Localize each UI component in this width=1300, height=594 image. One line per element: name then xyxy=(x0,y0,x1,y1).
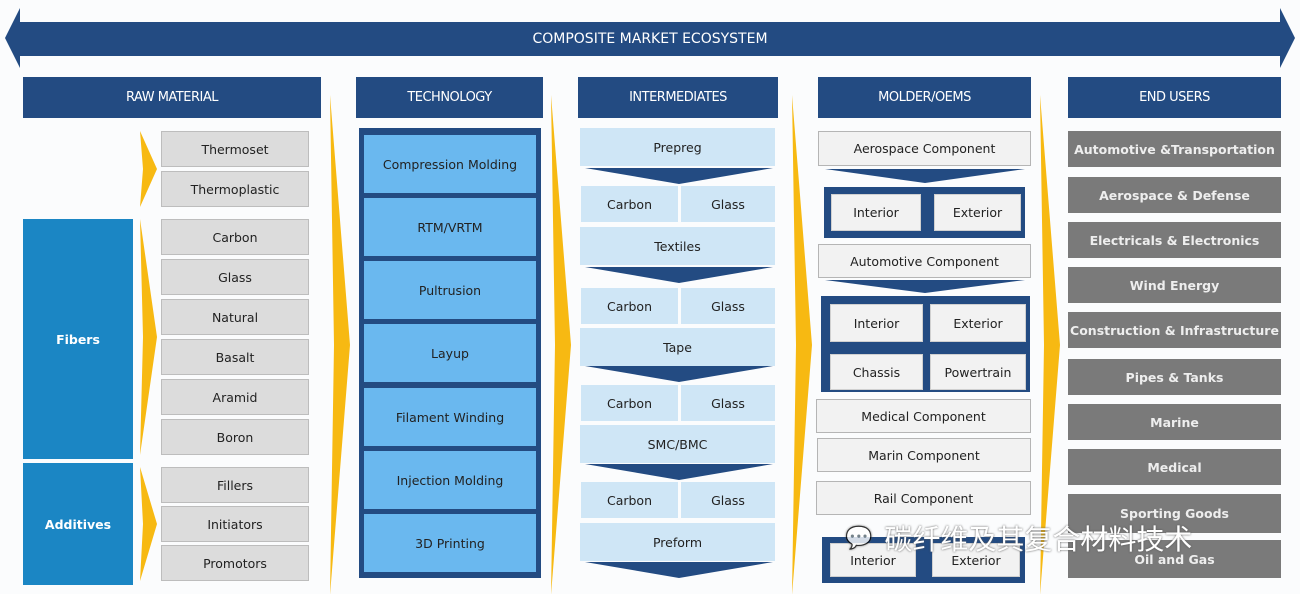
intermediate-item: Preform xyxy=(580,523,775,561)
resin-item: Thermoset xyxy=(161,131,309,167)
sub-item: Interior xyxy=(830,304,923,342)
fiber-item: Boron xyxy=(161,419,309,455)
chevron-right-icon xyxy=(140,131,157,207)
end-user-item: Oil and Gas xyxy=(1068,540,1281,578)
end-user-item: Automotive &Transportation xyxy=(1068,131,1281,167)
glass-item: Glass xyxy=(681,482,775,518)
molder-item: Automotive Component xyxy=(818,244,1031,278)
intermediate-item: Prepreg xyxy=(580,128,775,166)
sub-item: Interior xyxy=(831,194,921,231)
carbon-item: Carbon xyxy=(581,186,678,222)
fiber-item: Natural xyxy=(161,299,309,335)
fibers-label: Fibers xyxy=(23,219,133,459)
additive-item: Promotors xyxy=(161,545,309,581)
technology-item: 3D Printing xyxy=(364,514,536,572)
carbon-item: Carbon xyxy=(581,482,678,518)
chevron-right-icon xyxy=(140,467,157,581)
glass-item: Glass xyxy=(681,385,775,421)
watermark: 💬 碳纤维及其复合材料技术 xyxy=(845,518,1265,558)
down-arrow-icon xyxy=(585,267,773,283)
intermediate-item: SMC/BMC xyxy=(580,425,775,463)
molder-item: Aerospace Component xyxy=(818,131,1031,166)
additive-item: Initiators xyxy=(161,506,309,542)
double-arrow-banner xyxy=(5,8,1295,68)
down-arrow-icon xyxy=(825,280,1025,293)
column-header: RAW MATERIAL xyxy=(23,77,321,118)
column-header: MOLDER/OEMS xyxy=(818,77,1031,118)
sub-item: Exterior xyxy=(934,194,1021,231)
sub-item: Powertrain xyxy=(930,354,1026,390)
fiber-item: Glass xyxy=(161,259,309,295)
flow-arrow-icon xyxy=(792,95,812,594)
end-user-item: Medical xyxy=(1068,449,1281,485)
chat-bubble-icon: 💬 xyxy=(845,525,873,551)
chevron-right-icon xyxy=(140,219,157,455)
intermediate-item: Tape xyxy=(580,328,775,366)
down-arrow-icon xyxy=(585,366,773,382)
fiber-item: Aramid xyxy=(161,379,309,415)
watermark-text: 碳纤维及其复合材料技术 xyxy=(884,523,1193,556)
end-user-item: Pipes & Tanks xyxy=(1068,359,1281,395)
technology-item: Compression Molding xyxy=(364,135,536,193)
down-arrow-icon xyxy=(825,169,1025,183)
end-user-item: Construction & Infrastructure xyxy=(1068,312,1281,348)
column-header: TECHNOLOGY xyxy=(356,77,543,118)
glass-item: Glass xyxy=(681,288,775,324)
technology-item: Injection Molding xyxy=(364,451,536,509)
technology-item: Pultrusion xyxy=(364,261,536,319)
sub-item: Exterior xyxy=(930,304,1026,342)
carbon-item: Carbon xyxy=(581,288,678,324)
resin-item: Thermoplastic xyxy=(161,171,309,207)
additive-item: Fillers xyxy=(161,467,309,503)
banner-title: COMPOSITE MARKET ECOSYSTEM xyxy=(532,31,768,47)
technology-item: RTM/VRTM xyxy=(364,198,536,256)
flow-arrow-icon xyxy=(330,95,350,594)
fiber-item: Basalt xyxy=(161,339,309,375)
technology-item: Filament Winding xyxy=(364,388,536,446)
sub-item: Chassis xyxy=(830,354,923,390)
technology-item: Layup xyxy=(364,324,536,382)
down-arrow-icon xyxy=(585,562,773,578)
column-header: INTERMEDIATES xyxy=(578,77,778,118)
end-user-item: Marine xyxy=(1068,404,1281,440)
additives-label: Additives xyxy=(23,463,133,585)
molder-item: Medical Component xyxy=(816,399,1031,433)
glass-item: Glass xyxy=(681,186,775,222)
end-user-item: Sporting Goods xyxy=(1068,494,1281,533)
sub-item: Exterior xyxy=(932,543,1020,577)
sub-item: Interior xyxy=(830,543,916,577)
flow-arrow-icon xyxy=(1040,95,1060,594)
molder-item: Marin Component xyxy=(817,438,1031,472)
flow-arrow-icon xyxy=(551,95,571,594)
molder-item: Rail Component xyxy=(816,481,1031,515)
end-user-item: Wind Energy xyxy=(1068,267,1281,303)
down-arrow-icon xyxy=(585,168,773,184)
column-header: END USERS xyxy=(1068,77,1281,118)
end-user-item: Aerospace & Defense xyxy=(1068,177,1281,213)
fiber-item: Carbon xyxy=(161,219,309,255)
down-arrow-icon xyxy=(585,464,773,480)
carbon-item: Carbon xyxy=(581,385,678,421)
end-user-item: Electricals & Electronics xyxy=(1068,222,1281,258)
intermediate-item: Textiles xyxy=(580,227,775,265)
